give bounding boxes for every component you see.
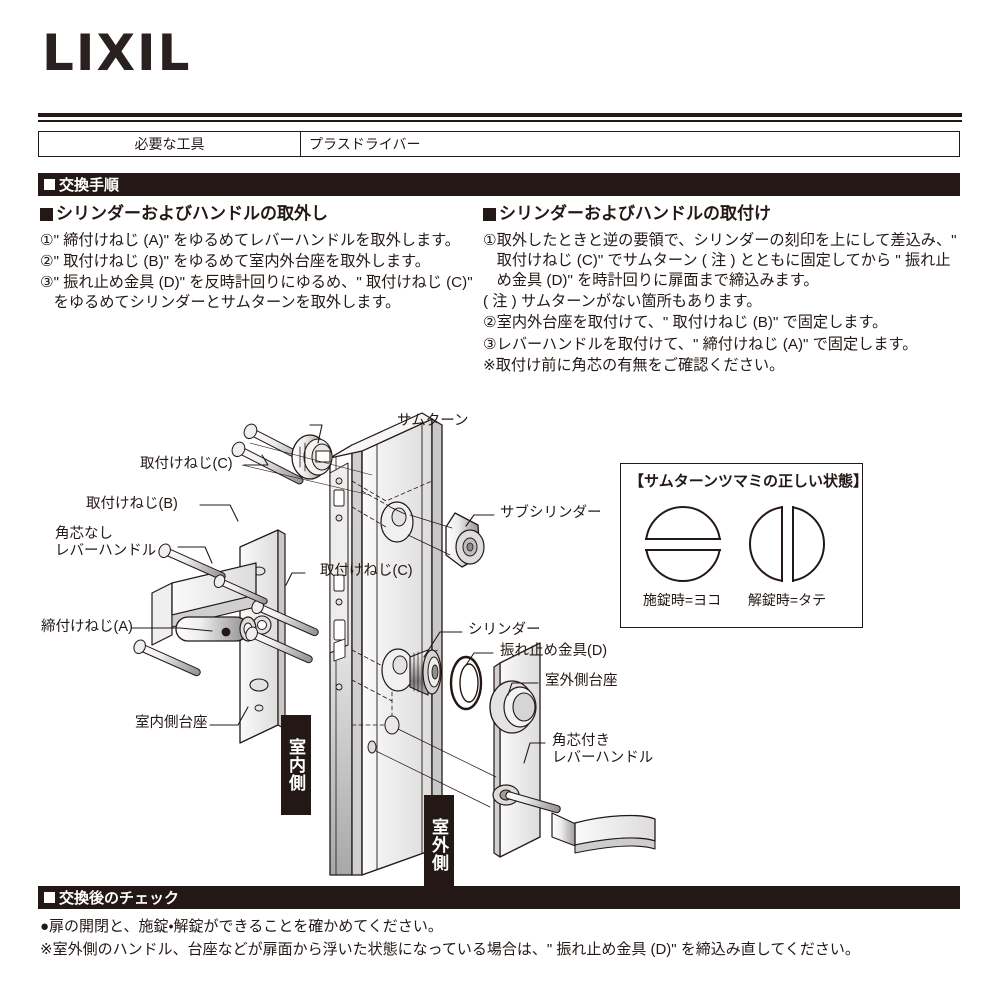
- lixil-logo: LIXIL: [42, 24, 192, 82]
- removal-step-1: ① " 締付けねじ (A)" をゆるめてレバーハンドルを取外します。: [40, 231, 483, 251]
- sub-cylinder-part: [380, 501, 485, 568]
- removal-step-2-num: ②: [40, 252, 54, 270]
- header-rule-thick: [38, 113, 962, 117]
- label-lever-no-spindle: 角芯なし レバーハンドル: [55, 526, 156, 560]
- label-screw-b: 取付けねじ(B): [86, 496, 178, 512]
- section-bar-procedure-label: 交換手順: [59, 177, 120, 194]
- post-replacement-check-text: ●扉の開閉と、施錠・解錠ができることを確かめてください。 ※室外側のハンドル、台…: [40, 916, 960, 963]
- label-outside-rose: 室外側台座: [545, 673, 618, 689]
- thumbturn-locked-caption: 施錠時=ヨコ: [642, 592, 722, 608]
- header-rule-thin: [38, 120, 962, 122]
- door-leaf: [329, 412, 443, 876]
- installation-step-3-text: レバーハンドルを取付けて、" 締付けねじ (A)" で固定します。: [496, 335, 918, 353]
- label-sub-cylinder: サブシリンダー: [500, 505, 602, 521]
- label-cylinder: シリンダー: [468, 622, 541, 638]
- label-lever-with-spindle-line1: 角芯付き: [552, 733, 610, 749]
- required-tools-label: 必要な工具: [39, 132, 301, 156]
- bar-square-icon: [44, 892, 55, 903]
- assembly-svg: [131, 412, 656, 876]
- label-lever-with-spindle-line2: レバーハンドル: [552, 750, 654, 767]
- section-bar-procedure: 交換手順: [38, 173, 960, 196]
- thumbturn-unlocked-caption: 解錠時=タテ: [747, 592, 827, 608]
- outside-rose-plate: [489, 642, 541, 858]
- required-tools-value: プラスドライバー: [309, 136, 421, 152]
- installation-step-1: ① 取外したときと逆の要領で、シリンダーの刻印を上にして差込み、" 取付けねじ …: [483, 231, 961, 292]
- thumbturn-slot-vertical: [780, 506, 794, 582]
- installation-step-2-text: 室内外台座を取付けて、" 取付けねじ (B)" で固定します。: [496, 314, 888, 332]
- check-line-2: ※室外側のハンドル、台座などが扉面から浮いた状態になっている場合は、" 振れ止め…: [40, 941, 860, 959]
- removal-heading: シリンダーおよびハンドルの取外し: [40, 203, 483, 226]
- label-lever-no-spindle-line2: レバーハンドル: [55, 543, 157, 560]
- thumbturn-locked-icon: [645, 506, 721, 582]
- cylinder-part: [381, 648, 442, 696]
- installation-step-1-num: ①: [483, 231, 497, 249]
- bar-square-icon: [44, 179, 55, 190]
- exploded-assembly-diagram: サムターン 取付けねじ(C) 取付けねじ(B) 角芯なし レバーハンドル 締付け…: [0, 395, 1000, 895]
- label-anti-rattle-d: 振れ止め金具(D): [500, 643, 608, 659]
- installation-column: シリンダーおよびハンドルの取付け ① 取外したときと逆の要領で、シリンダーの刻印…: [483, 203, 961, 377]
- installation-heading: シリンダーおよびハンドルの取付け: [483, 203, 961, 226]
- mounting-screws-group: [133, 543, 319, 677]
- section-bar-check: 交換後のチェック: [38, 886, 960, 909]
- removal-step-1-text: " 締付けねじ (A)" をゆるめてレバーハンドルを取外します。: [53, 231, 460, 249]
- removal-column: シリンダーおよびハンドルの取外し ① " 締付けねじ (A)" をゆるめてレバー…: [40, 203, 483, 314]
- door-inner-stile: [329, 444, 363, 876]
- installation-heading-label: シリンダーおよびハンドルの取付け: [499, 204, 771, 223]
- leader-lines: [131, 424, 546, 764]
- badge-outside: 室外側: [424, 795, 454, 895]
- removal-step-3-num: ③: [40, 274, 54, 292]
- required-tools-table: 必要な工具 プラスドライバー: [38, 131, 960, 157]
- label-screw-c-top: 取付けねじ(C): [140, 456, 233, 472]
- heading-square-icon: [483, 207, 496, 221]
- installation-step-3-num: ③: [483, 335, 497, 353]
- thumbturn-state-infobox: 【サムターンツマミの正しい状態】 施錠時=ヨコ 解錠時=タテ: [620, 463, 868, 628]
- removal-step-3-text: " 振れ止め金具 (D)" を反時計回りにゆるめ、" 取付けねじ (C)" をゆ…: [53, 274, 473, 312]
- check-line-1: ●扉の開閉と、施錠・解錠ができることを確かめてください。: [40, 918, 443, 935]
- thumbturn-slot-horizontal: [645, 537, 721, 551]
- removal-step-2: ② " 取付けねじ (B)" をゆるめて室内外台座を取外します。: [40, 252, 483, 272]
- installation-note-chu: ( 注 ) サムターンがない箇所もあります。: [483, 293, 762, 311]
- installation-note-kome: ※取付け前に角芯の有無をご確認ください。: [483, 356, 785, 374]
- label-screw-a: 締付けねじ(A): [41, 619, 133, 635]
- heading-square-icon: [40, 207, 53, 221]
- removal-step-3: ③ " 振れ止め金具 (D)" を反時計回りにゆるめ、" 取付けねじ (C)" …: [40, 273, 483, 313]
- thumbturn-part: [291, 434, 333, 480]
- anti-rattle-ring-d: [449, 655, 483, 711]
- lever-handle-no-spindle: [151, 562, 257, 646]
- label-thumbturn: サムターン: [397, 413, 469, 429]
- removal-step-2-text: " 取付けねじ (B)" をゆるめて室内外台座を取外します。: [53, 252, 430, 270]
- lever-handle-with-spindle: [505, 791, 656, 854]
- infobox-title: 【サムターンツマミの正しい状態】: [629, 473, 868, 490]
- label-screw-c-mid: 取付けねじ(C): [320, 563, 413, 579]
- section-bar-check-label: 交換後のチェック: [59, 890, 180, 907]
- removal-step-1-num: ①: [40, 231, 54, 249]
- installation-step-2: ② 室内外台座を取付けて、" 取付けねじ (B)" で固定します。: [483, 313, 961, 333]
- installation-step-1-text: 取外したときと逆の要領で、シリンダーの刻印を上にして差込み、" 取付けねじ (C…: [496, 231, 957, 290]
- installation-step-3: ③ レバーハンドルを取付けて、" 締付けねじ (A)" で固定します。: [483, 335, 961, 355]
- label-lever-with-spindle: 角芯付き レバーハンドル: [552, 733, 653, 767]
- removal-heading-label: シリンダーおよびハンドルの取外し: [56, 204, 328, 223]
- badge-inside: 室内側: [281, 715, 311, 815]
- label-lever-no-spindle-line1: 角芯なし: [55, 526, 113, 542]
- thumbturn-unlocked-icon: [749, 506, 825, 582]
- small-fixings: [367, 715, 497, 808]
- label-inside-rose: 室内側台座: [135, 715, 208, 731]
- installation-step-2-num: ②: [483, 314, 497, 332]
